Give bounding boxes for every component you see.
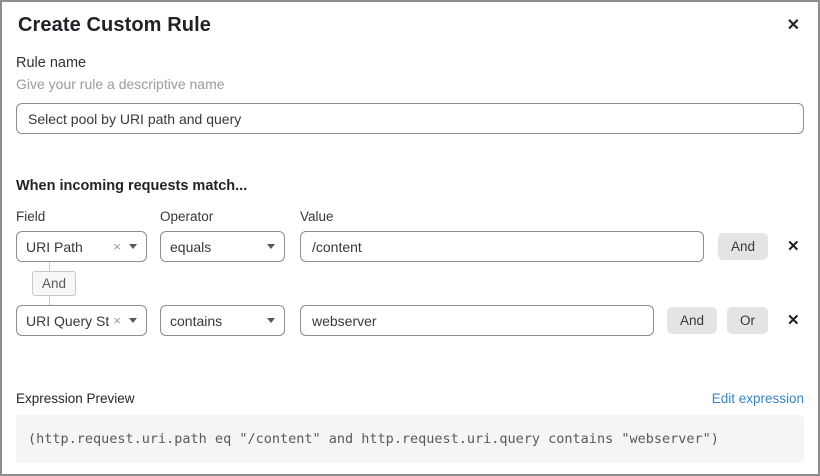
value-input-row2[interactable] [300,305,654,336]
condition-join: And [16,262,804,305]
field-select-row1-value: URI Path [26,238,83,255]
expression-preview-label: Expression Preview [16,391,135,406]
expression-code-block: (http.request.uri.path eq "/content" and… [16,415,804,463]
value-column-label: Value [300,209,334,224]
delete-icon: ✕ [787,312,800,329]
expression-code: (http.request.uri.path eq "/content" and… [28,431,719,447]
delete-row2-button[interactable]: ✕ [785,311,802,330]
and-button-row2[interactable]: And [667,307,718,334]
clear-icon[interactable]: × [113,313,121,328]
delete-icon: ✕ [787,238,800,255]
dialog-title: Create Custom Rule [18,14,211,36]
condition-row-2: URI Query St... × contains And Or ✕ [16,305,804,336]
operator-select-row2-value: contains [170,312,223,329]
close-icon: ✕ [786,17,800,34]
chevron-down-icon [129,318,137,323]
field-column-label: Field [16,209,46,224]
expression-preview-header: Expression Preview Edit expression [16,391,804,406]
chevron-down-icon [129,244,137,249]
clear-icon[interactable]: × [113,239,121,254]
field-select-row2-value: URI Query St... [26,312,110,329]
field-select-row1[interactable]: URI Path × [16,231,147,262]
match-section-heading: When incoming requests match... [16,178,248,194]
operator-select-row1-value: equals [170,238,212,255]
rule-name-input[interactable] [16,103,804,134]
field-select-row2[interactable]: URI Query St... × [16,305,147,336]
chevron-down-icon [267,318,275,323]
value-input-row1[interactable] [300,231,704,262]
rule-name-label: Rule name [16,55,87,71]
chevron-down-icon [267,244,275,249]
rule-name-help-text: Give your rule a descriptive name [16,76,225,92]
edit-expression-link[interactable]: Edit expression [711,391,804,406]
delete-row1-button[interactable]: ✕ [785,237,802,256]
operator-select-row2[interactable]: contains [160,305,285,336]
dialog-header: Create Custom Rule ✕ [16,14,804,38]
operator-select-row1[interactable]: equals [160,231,285,262]
or-button-row2[interactable]: Or [727,307,769,334]
close-button[interactable]: ✕ [785,14,802,38]
join-and-badge: And [32,271,77,296]
condition-row-1: URI Path × equals And ✕ [16,231,804,262]
operator-column-label: Operator [160,209,214,224]
column-labels: Field Operator Value [16,209,804,224]
and-button-row1[interactable]: And [718,233,769,260]
